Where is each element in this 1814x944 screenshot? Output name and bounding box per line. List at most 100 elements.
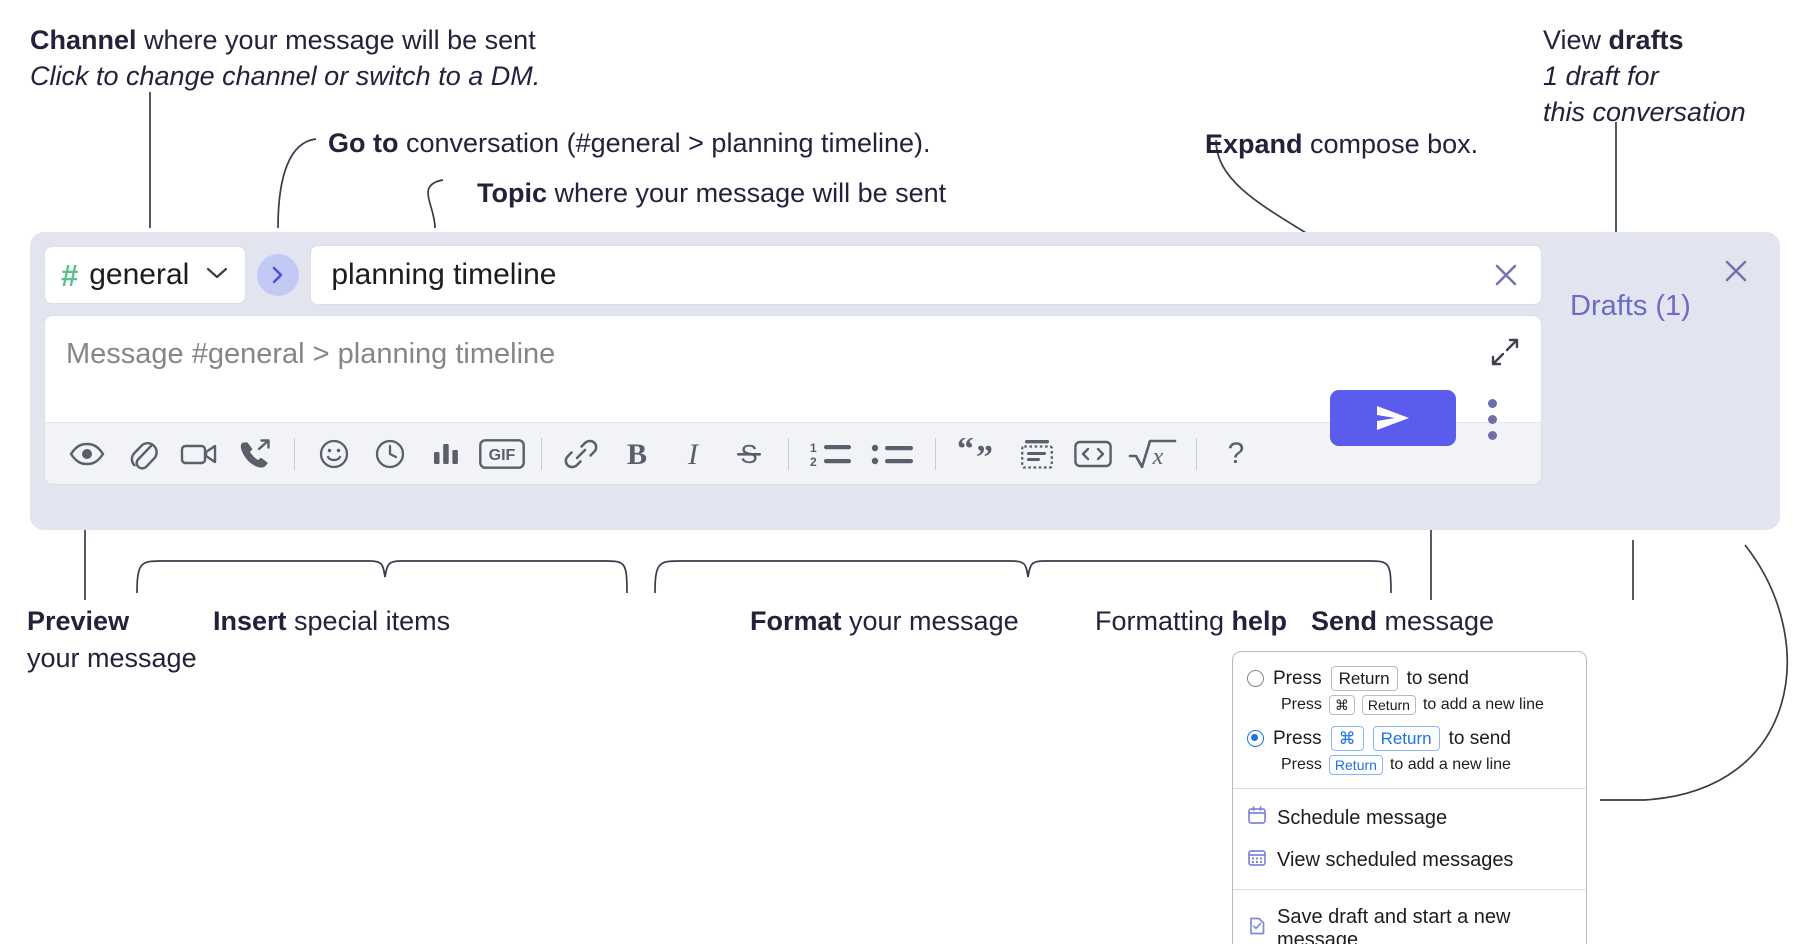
toolbar-divider — [294, 437, 295, 470]
menu-item-label: View scheduled messages — [1277, 848, 1514, 871]
annotation-preview: Preview — [27, 606, 130, 636]
formatting-toolbar: GIF B — [45, 422, 1541, 484]
option-label-press: Press — [1273, 667, 1322, 689]
send-button[interactable] — [1330, 390, 1456, 446]
drafts-link[interactable]: Drafts (1) — [1570, 290, 1691, 322]
kebab-dot — [1487, 430, 1497, 440]
annotation-channel-sub: Click to change channel or switch to a D… — [30, 61, 541, 91]
message-input[interactable]: Message #general > planning timeline — [45, 316, 1541, 422]
svg-text:B: B — [627, 438, 647, 470]
chevron-down-icon — [206, 266, 228, 285]
send-icon — [1377, 406, 1409, 430]
svg-text:“: “ — [957, 438, 974, 468]
toolbar-divider — [1196, 437, 1197, 470]
sub-press: Press — [1281, 756, 1322, 773]
annotation-insert: Insert special items — [213, 606, 451, 636]
annotation-expand: Expand compose box. — [1205, 129, 1479, 159]
channel-name: general — [89, 258, 190, 291]
annotation-drafts: View drafts — [1543, 25, 1684, 55]
option-press-cmd-return-to-send[interactable]: Press ⌘ Return to send — [1233, 724, 1586, 753]
option-label-to-send: to send — [1406, 667, 1469, 689]
annotation-format: Format your message — [750, 606, 1019, 636]
code-block-icon[interactable] — [1009, 426, 1065, 482]
blockquote-icon[interactable]: “ ” — [947, 426, 1009, 482]
svg-text:”: ” — [976, 439, 993, 470]
bulleted-list-icon[interactable] — [862, 426, 924, 482]
clear-topic-icon[interactable] — [1485, 254, 1527, 296]
sub-rest: to add a new line — [1422, 696, 1544, 713]
compose-panel: # general planning timeline — [30, 232, 1780, 530]
compose-options-menu-button[interactable] — [1479, 392, 1505, 446]
radio-return[interactable] — [1247, 670, 1264, 687]
message-placeholder: Message #general > planning timeline — [66, 338, 556, 370]
calendar-icon — [1247, 805, 1267, 831]
link-icon[interactable] — [553, 426, 609, 482]
channel-selector[interactable]: # general — [44, 246, 247, 304]
goto-conversation-button[interactable] — [257, 254, 300, 296]
toolbar-divider — [541, 437, 542, 470]
annotation-formatting-help: Formatting help — [1095, 606, 1288, 636]
video-icon[interactable] — [171, 426, 227, 482]
option-sub-newline-1: Press ⌘ Return to add a new line — [1233, 693, 1586, 717]
compose-options-menu: Press Return to send Press ⌘ Return to a… — [1232, 651, 1587, 944]
key-return: Return — [1372, 726, 1440, 751]
sub-rest: to add a new line — [1389, 756, 1511, 773]
svg-text:2: 2 — [810, 455, 817, 469]
key-return: Return — [1330, 666, 1398, 691]
attachment-icon[interactable] — [115, 426, 171, 482]
annotation-send: Send message — [1311, 606, 1495, 636]
annotation-topic: Topic where your message will be sent — [477, 178, 947, 208]
svg-text:1: 1 — [810, 441, 817, 455]
gif-icon[interactable]: GIF — [474, 426, 530, 482]
topic-value: planning timeline — [331, 258, 557, 291]
menu-item-label: Schedule message — [1277, 806, 1448, 829]
svg-text:I: I — [687, 438, 700, 470]
svg-text:x: x — [1152, 444, 1164, 470]
key-command: ⌘ — [1330, 726, 1364, 751]
calendar-grid-icon — [1247, 847, 1267, 873]
key-return: Return — [1328, 755, 1383, 775]
svg-text:GIF: GIF — [489, 447, 516, 464]
compose-header-row: # general planning timeline — [44, 245, 1542, 305]
formatting-help-icon[interactable]: ? — [1208, 426, 1264, 482]
help-label: ? — [1227, 436, 1245, 470]
option-sub-newline-2: Press Return to add a new line — [1233, 753, 1586, 777]
huddle-icon[interactable] — [227, 426, 283, 482]
kebab-dot — [1487, 398, 1497, 408]
poll-icon[interactable] — [418, 426, 474, 482]
expand-icon[interactable] — [1485, 332, 1525, 372]
option-press-return-to-send[interactable]: Press Return to send — [1233, 664, 1586, 693]
strikethrough-icon[interactable]: S — [721, 426, 777, 482]
menu-item-label: Save draft and start a new message — [1277, 906, 1511, 944]
italic-icon[interactable]: I — [665, 426, 721, 482]
bold-icon[interactable]: B — [609, 426, 665, 482]
menu-item-view-scheduled-messages[interactable]: View scheduled messages — [1233, 839, 1586, 881]
code-icon[interactable] — [1065, 426, 1121, 482]
option-label-press: Press — [1273, 727, 1322, 749]
ordered-list-icon[interactable]: 1 2 — [800, 426, 862, 482]
close-icon[interactable] — [1714, 249, 1758, 293]
radio-cmd-return[interactable] — [1247, 730, 1264, 747]
toolbar-divider — [935, 437, 936, 470]
kebab-dot — [1487, 414, 1497, 424]
sub-press: Press — [1281, 696, 1322, 713]
hash-icon: # — [61, 257, 79, 293]
key-command: ⌘ — [1328, 695, 1355, 715]
clock-icon[interactable] — [362, 426, 418, 482]
math-icon[interactable]: x — [1121, 426, 1185, 482]
message-box: Message #general > planning timeline — [44, 315, 1542, 485]
annotation-goto: Go to conversation (#general > planning … — [328, 128, 931, 158]
menu-item-save-draft[interactable]: Save draft and start a new message — [1233, 898, 1586, 944]
topic-input[interactable]: planning timeline — [310, 245, 1542, 305]
send-shortcut-options: Press Return to send Press ⌘ Return to a… — [1233, 652, 1586, 788]
annotation-drafts-sub1: 1 draft for — [1543, 61, 1659, 91]
annotation-preview-line2: your message — [27, 643, 197, 673]
menu-item-schedule-message[interactable]: Schedule message — [1233, 797, 1586, 839]
key-return: Return — [1361, 695, 1416, 715]
toolbar-divider — [788, 437, 789, 470]
annotation-drafts-sub2: this conversation — [1543, 97, 1746, 127]
option-label-to-send: to send — [1448, 727, 1511, 749]
preview-icon[interactable] — [59, 426, 115, 482]
save-draft-icon — [1247, 916, 1267, 942]
emoji-icon[interactable] — [306, 426, 362, 482]
